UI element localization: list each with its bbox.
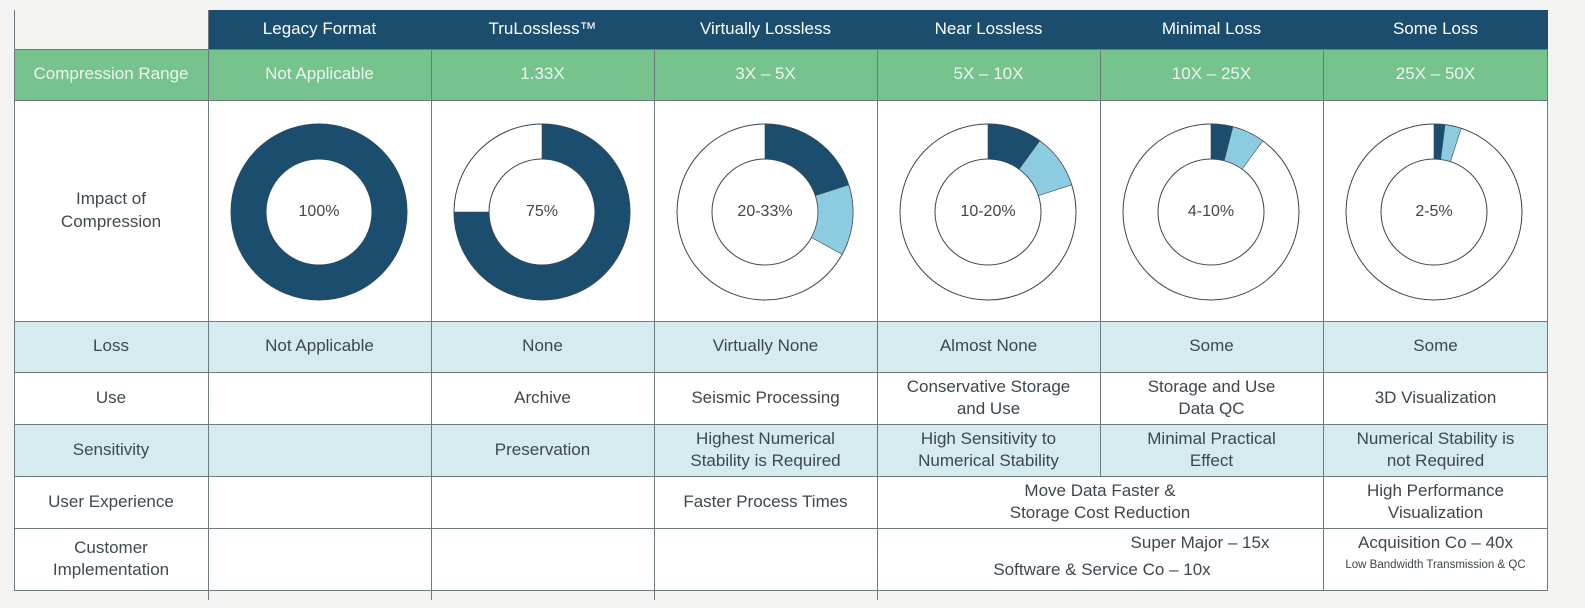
impact-donut-near-lossless: 10-20% <box>899 123 1077 301</box>
row-label-sensitivity: Sensitivity <box>14 424 208 476</box>
implementation-span <box>877 528 1323 590</box>
implementation-super-major: Super Major – 15x <box>1130 532 1270 552</box>
grid-line <box>14 590 1548 591</box>
grid-line <box>654 49 655 600</box>
sensitivity-some-loss: Numerical Stability is not Required <box>1323 424 1548 476</box>
implementation-acquisition: Acquisition Co – 40x <box>1358 532 1513 552</box>
compression-range-minimal-loss: 10X – 25X <box>1100 49 1323 100</box>
impact-label-minimal-loss: 4-10% <box>1187 203 1235 220</box>
grid-line <box>14 372 1548 373</box>
donut-dark-segment <box>231 124 407 300</box>
donut-ring <box>1345 123 1523 301</box>
donut-light-segment <box>1018 140 1073 197</box>
implementation-trulossless <box>431 528 654 590</box>
compression-range-some-loss: 25X – 50X <box>1323 49 1548 100</box>
row-label-user-experience: User Experience <box>14 476 208 528</box>
implementation-acquisition-note: Low Bandwidth Transmission & QC <box>1345 558 1526 571</box>
user-experience-trulossless <box>431 476 654 528</box>
impact-donut-virtually-lossless: 20-33% <box>676 123 854 301</box>
donut-dark-segment <box>453 123 631 301</box>
column-header-trulossless: TruLossless™ <box>431 10 654 49</box>
user-experience-legacy <box>208 476 431 528</box>
implementation-software-service: Software & Service Co – 10x <box>993 559 1211 579</box>
impact-donut-trulossless: 75% <box>453 123 631 301</box>
donut-light-segment <box>811 184 854 255</box>
compression-range-trulossless: 1.33X <box>431 49 654 100</box>
grid-line <box>1547 49 1548 590</box>
loss-legacy: Not Applicable <box>208 321 431 372</box>
grid-line <box>877 49 878 600</box>
grid-line <box>431 49 432 600</box>
header-corner <box>14 10 208 49</box>
sensitivity-minimal-loss: Minimal Practical Effect <box>1100 424 1323 476</box>
column-header-legacy-format: Legacy Format <box>208 10 431 49</box>
sensitivity-virtually-lossless: Highest Numerical Stability is Required <box>654 424 877 476</box>
grid-line <box>14 528 1548 529</box>
grid-line <box>14 321 1548 322</box>
row-label-use: Use <box>14 372 208 424</box>
loss-some-loss: Some <box>1323 321 1548 372</box>
use-near-lossless: Conservative Storage and Use <box>877 372 1100 424</box>
column-header-minimal-loss: Minimal Loss <box>1100 10 1323 49</box>
compression-range-virtually-lossless: 3X – 5X <box>654 49 877 100</box>
grid-line <box>14 424 1548 425</box>
use-virtually-lossless: Seismic Processing <box>654 372 877 424</box>
donut-light-segment <box>1440 124 1462 162</box>
use-minimal-loss: Storage and Use Data QC <box>1100 372 1323 424</box>
table-footer-strip <box>14 590 1548 600</box>
compression-range-legacy: Not Applicable <box>208 49 431 100</box>
use-legacy <box>208 372 431 424</box>
donut-light-segment <box>1223 126 1264 170</box>
loss-minimal-loss: Some <box>1100 321 1323 372</box>
sensitivity-trulossless: Preservation <box>431 424 654 476</box>
grid-line <box>14 10 15 590</box>
implementation-some-loss <box>1323 528 1548 590</box>
user-experience-virtually-lossless: Faster Process Times <box>654 476 877 528</box>
impact-donut-some-loss: 2-5% <box>1345 123 1523 301</box>
impact-label-near-lossless: 10-20% <box>960 203 1016 220</box>
column-header-some-loss: Some Loss <box>1323 10 1548 49</box>
grid-line <box>14 100 1548 101</box>
impact-donut-minimal-loss: 4-10% <box>1122 123 1300 301</box>
impact-label-virtually-lossless: 20-33% <box>737 203 793 220</box>
row-label-impact: Impact of Compression <box>14 100 208 321</box>
donut-ring <box>1122 123 1300 301</box>
user-experience-some-loss: High Performance Visualization <box>1323 476 1548 528</box>
row-label-customer-implementation: Customer Implementation <box>14 528 208 590</box>
compression-comparison-table: Legacy Format TruLossless™ Virtually Los… <box>14 10 1548 600</box>
loss-virtually-lossless: Virtually None <box>654 321 877 372</box>
grid-line <box>14 49 1548 50</box>
use-trulossless: Archive <box>431 372 654 424</box>
sensitivity-near-lossless: High Sensitivity to Numerical Stability <box>877 424 1100 476</box>
sensitivity-legacy <box>208 424 431 476</box>
row-label-compression-range: Compression Range <box>14 49 208 100</box>
compression-range-near-lossless: 5X – 10X <box>877 49 1100 100</box>
implementation-virtually-lossless <box>654 528 877 590</box>
use-some-loss: 3D Visualization <box>1323 372 1548 424</box>
loss-trulossless: None <box>431 321 654 372</box>
row-label-loss: Loss <box>14 321 208 372</box>
loss-near-lossless: Almost None <box>877 321 1100 372</box>
impact-label-legacy: 100% <box>298 203 340 220</box>
grid-line <box>1323 49 1324 590</box>
column-header-near-lossless: Near Lossless <box>877 10 1100 49</box>
impact-donut-legacy: 100% <box>230 123 408 301</box>
grid-line <box>14 476 1548 477</box>
grid-line <box>1100 49 1101 476</box>
grid-line <box>208 10 209 600</box>
impact-label-some-loss: 2-5% <box>1415 203 1453 220</box>
impact-label-trulossless: 75% <box>525 203 559 220</box>
implementation-legacy <box>208 528 431 590</box>
column-header-virtually-lossless: Virtually Lossless <box>654 10 877 49</box>
user-experience-move-data: Move Data Faster & Storage Cost Reductio… <box>877 476 1323 528</box>
